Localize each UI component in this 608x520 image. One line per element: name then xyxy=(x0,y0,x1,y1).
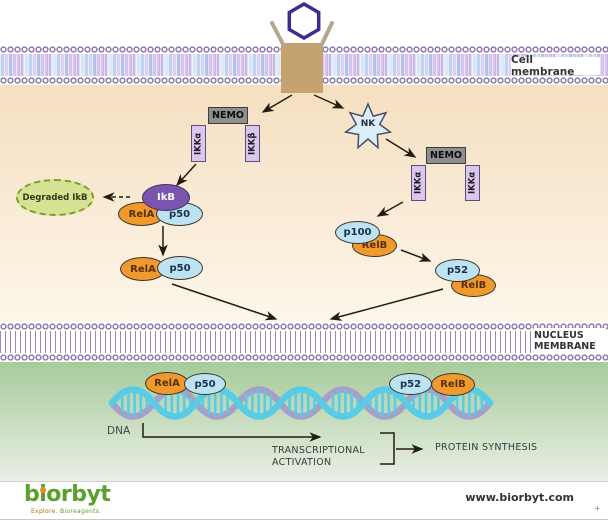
protein-synthesis-label: PROTEIN SYNTHESIS xyxy=(435,442,538,453)
biorbyt-logo: biorbyt xyxy=(24,482,111,507)
nucleus-background xyxy=(0,362,608,481)
cytoplasm-background xyxy=(0,85,608,322)
tagline-word2: Bioreagents. xyxy=(60,508,102,515)
ligand-hexagon-icon xyxy=(287,1,321,41)
rela-dna-node: RelA xyxy=(145,372,189,395)
ikb-node: IkB xyxy=(142,184,190,211)
p52-dna-node: p52 xyxy=(389,373,432,395)
logo-tagline: Explore. Bioreagents. xyxy=(31,508,102,515)
p50-free-node: p50 xyxy=(157,256,203,280)
p50-dna-node: p50 xyxy=(184,373,226,395)
website-link: www.biorbyt.com xyxy=(465,491,574,504)
nk-star-label: NK xyxy=(360,119,376,129)
transcriptional-activation-label: TRANSCRIPTIONAL ACTIVATION xyxy=(272,445,365,469)
ikk-alpha-right1-box: IKKα xyxy=(411,165,426,201)
cell-membrane-label: Cell membrane xyxy=(511,54,600,78)
lipid-heads-row xyxy=(0,322,608,331)
nuclear-membrane-core xyxy=(0,331,608,353)
lipid-heads-row xyxy=(0,353,608,362)
transcriptional-line1: TRANSCRIPTIONAL xyxy=(272,445,365,456)
p52-node: p52 xyxy=(435,259,480,282)
nemo-left-box: NEMO xyxy=(208,107,248,124)
ikk-beta-left-box: IKKβ xyxy=(245,125,260,162)
receptor xyxy=(281,43,323,93)
footer-bar xyxy=(0,481,608,519)
tagline-word1: Explore. xyxy=(31,508,58,515)
ikk-alpha-left-box: IKKα xyxy=(191,125,206,162)
corner-mark: + xyxy=(594,504,601,513)
nemo-right-box: NEMO xyxy=(426,147,466,164)
nucleus-membrane xyxy=(0,322,608,362)
relb-dna-node: RelB xyxy=(431,373,475,396)
logo-orange-dot-icon xyxy=(39,486,46,493)
p100-node: p100 xyxy=(335,221,380,244)
transcriptional-line2: ACTIVATION xyxy=(272,457,332,468)
dna-label: DNA xyxy=(107,425,131,437)
ikk-alpha-right2-box: IKKα xyxy=(465,165,480,201)
degraded-ikb-node: Degraded IkB xyxy=(16,179,94,216)
nucleus-membrane-label-line2: MEMBRANE xyxy=(534,341,596,352)
nucleus-membrane-label-line1: NUCLEUS xyxy=(534,330,584,341)
nucleus-membrane-label: NUCLEUS MEMBRANE xyxy=(534,328,606,354)
